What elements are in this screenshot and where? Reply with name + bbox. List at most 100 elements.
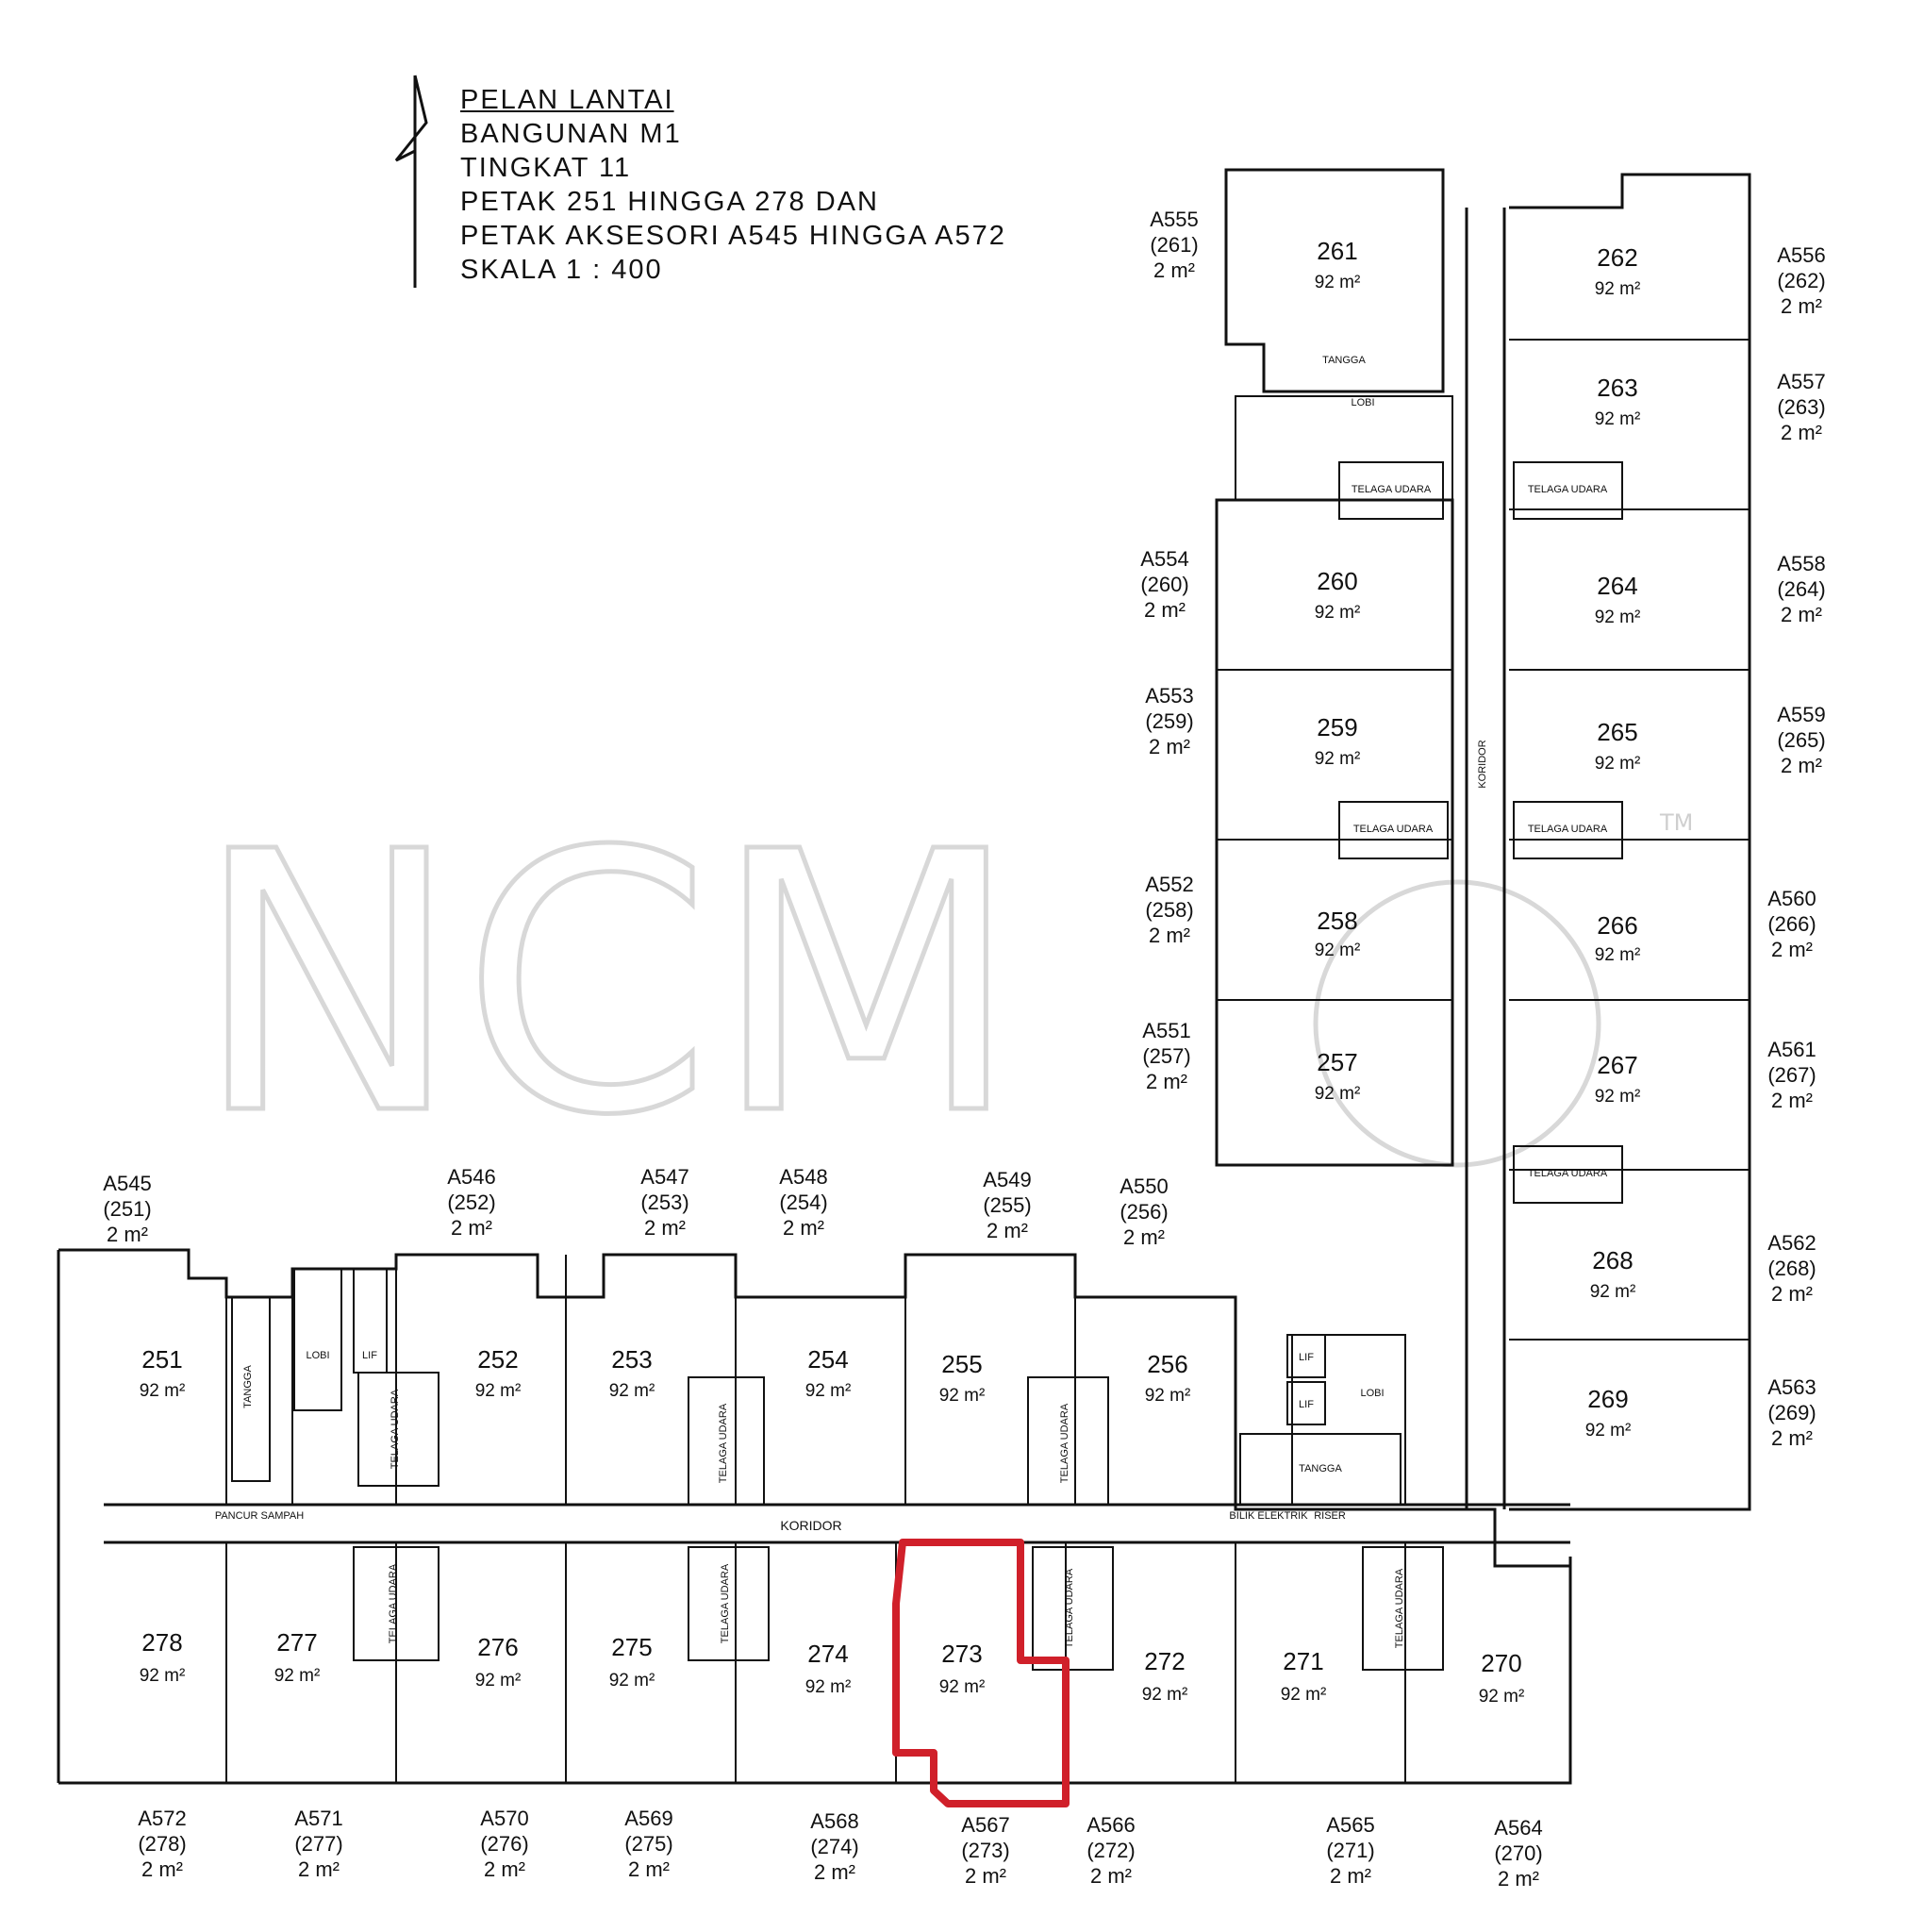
unit-number: 251: [141, 1345, 182, 1374]
accessory-id: A566: [1086, 1813, 1135, 1837]
accessory-area: 2 m²: [484, 1857, 525, 1881]
accessory-area: 2 m²: [965, 1864, 1006, 1888]
accessory-area: 2 m²: [141, 1857, 183, 1881]
accessory-parent: (274): [810, 1835, 858, 1858]
accessory-bottom: A572 (278) 2 m² A571 (277) 2 m² A570 (27…: [138, 1807, 1542, 1890]
accessory-right-left: A555 (261) 2 m² A554 (260) 2 m² A553 (25…: [1140, 208, 1198, 1093]
accessory-id: A565: [1326, 1813, 1374, 1837]
accessory-area: 2 m²: [298, 1857, 340, 1881]
unit-number: 273: [941, 1640, 982, 1668]
units-bottom-row: 278 92 m² 277 92 m² 276 92 m² 275 92 m² …: [140, 1628, 1525, 1707]
accessory-parent: (256): [1120, 1200, 1168, 1224]
unit-number: 270: [1481, 1649, 1521, 1677]
stair-label: TANGGA: [1322, 355, 1366, 366]
unit-number: 265: [1597, 718, 1637, 746]
accessory-area: 2 m²: [107, 1223, 148, 1246]
corridor-label: KORIDOR: [780, 1518, 841, 1533]
air-well-label: TELAGA UDARA: [1528, 824, 1608, 835]
accessory-area: 2 m²: [1771, 938, 1813, 961]
accessory-parent: (251): [103, 1197, 151, 1221]
unit-area: 92 m²: [1595, 608, 1641, 627]
accessory-area: 2 m²: [1123, 1225, 1165, 1249]
air-well-label: TELAGA UDARA: [1528, 484, 1608, 495]
unit-area: 92 m²: [609, 1671, 655, 1690]
watermark-text: NCM: [193, 775, 1020, 1193]
unit-area: 92 m²: [1315, 941, 1361, 960]
accessory-id: A563: [1767, 1375, 1816, 1399]
unit-number: 268: [1592, 1246, 1633, 1274]
selected-unit-outline: [892, 1539, 1070, 1807]
accessory-area: 2 m²: [1781, 421, 1822, 444]
accessory-id: A562: [1767, 1231, 1816, 1255]
unit-area: 92 m²: [1281, 1685, 1327, 1705]
air-well-label: TELAGA UDARA: [390, 1389, 401, 1469]
lobby-label: LOBI: [1351, 397, 1374, 408]
unit-dividers: [225, 339, 1750, 1783]
accessory-id: A558: [1777, 552, 1825, 575]
unit-area: 92 m²: [1595, 1087, 1641, 1107]
title-line: SKALA 1 : 400: [460, 255, 663, 285]
accessory-area: 2 m²: [1149, 735, 1190, 758]
unit-area: 92 m²: [1145, 1386, 1191, 1406]
unit-number: 269: [1587, 1385, 1628, 1413]
accessory-id: A554: [1140, 547, 1188, 571]
accessory-id: A560: [1767, 887, 1816, 910]
accessory-parent: (278): [138, 1832, 186, 1856]
air-well-label: TELAGA UDARA: [720, 1563, 731, 1643]
accessory-parent: (275): [624, 1832, 672, 1856]
unit-number: 257: [1317, 1048, 1357, 1076]
service-rooms: TANGGA LOBI LIF TELAGA UDARA TELAGA UDAR…: [215, 355, 1623, 1671]
accessory-parent: (266): [1767, 912, 1816, 936]
accessory-parent: (252): [447, 1191, 495, 1214]
accessory-id: A569: [624, 1807, 672, 1830]
accessory-parent: (264): [1777, 577, 1825, 601]
accessory-parent: (261): [1150, 233, 1198, 257]
accessory-id: A557: [1777, 370, 1825, 393]
lift-label: LIF: [1299, 1399, 1314, 1410]
accessory-area: 2 m²: [1144, 598, 1186, 622]
lobby-label: LOBI: [1360, 1388, 1384, 1399]
stair-label: TANGGA: [242, 1365, 254, 1408]
units-right-wing-right: 262 92 m² 263 92 m² 264 92 m² 265 92 m² …: [1585, 243, 1641, 1441]
accessory-id: A567: [961, 1813, 1009, 1837]
title-line: PELAN LANTAI: [460, 85, 674, 115]
accessory-id: A546: [447, 1165, 495, 1189]
accessory-area: 2 m²: [628, 1857, 670, 1881]
unit-area: 92 m²: [1595, 754, 1641, 774]
accessory-parent: (262): [1777, 269, 1825, 292]
watermark-circle-icon: [1313, 879, 1601, 1168]
unit-number: 252: [477, 1345, 518, 1374]
accessory-parent: (255): [983, 1193, 1031, 1217]
unit-area: 92 m²: [805, 1677, 852, 1697]
unit-number: 261: [1317, 237, 1357, 265]
watermark-tm: TM: [1659, 809, 1693, 836]
accessory-id: A551: [1142, 1019, 1190, 1042]
accessory-parent: (276): [480, 1832, 528, 1856]
unit-number: 263: [1597, 374, 1637, 402]
accessory-area: 2 m²: [1090, 1864, 1132, 1888]
accessory-parent: (263): [1777, 395, 1825, 419]
unit-number: 274: [807, 1640, 848, 1668]
accessory-area: 2 m²: [1771, 1426, 1813, 1450]
accessory-parent: (268): [1767, 1257, 1816, 1280]
air-well-label: TELAGA UDARA: [1352, 484, 1432, 495]
lift-label: LIF: [1299, 1352, 1314, 1363]
unit-number: 256: [1147, 1350, 1187, 1378]
title-line: BANGUNAN M1: [460, 119, 682, 149]
unit-number: 271: [1283, 1647, 1323, 1675]
accessory-id: A550: [1120, 1174, 1168, 1198]
north-arrow-icon: [394, 75, 428, 288]
accessory-parent: (272): [1086, 1839, 1135, 1862]
accessory-id: A548: [779, 1165, 827, 1189]
unit-area: 92 m²: [609, 1381, 655, 1401]
accessory-area: 2 m²: [783, 1216, 824, 1240]
air-well-label: TELAGA UDARA: [1528, 1168, 1608, 1179]
accessory-parent: (273): [961, 1839, 1009, 1862]
unit-number: 266: [1597, 911, 1637, 940]
corridor-label: KORIDOR: [1477, 740, 1488, 788]
accessory-area: 2 m²: [451, 1216, 492, 1240]
unit-number: 264: [1597, 572, 1637, 600]
accessory-parent: (260): [1140, 573, 1188, 596]
unit-number: 262: [1597, 243, 1637, 272]
